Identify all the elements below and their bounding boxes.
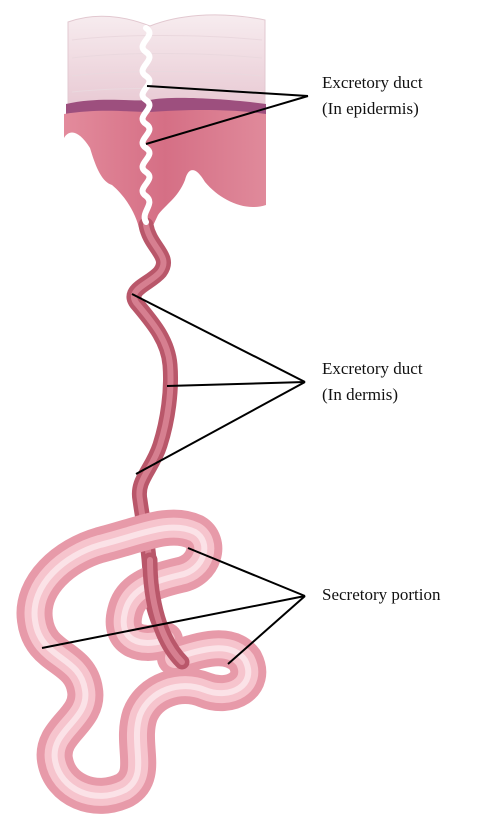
label-dermis-line2: (In dermis) <box>322 382 423 408</box>
secretory-coil <box>35 528 249 796</box>
epidermis-layer <box>68 15 265 108</box>
label-secretory-portion: Secretory portion <box>322 582 441 608</box>
label-epidermis-line2: (In epidermis) <box>322 96 423 122</box>
label-secretory-line1: Secretory portion <box>322 582 441 608</box>
dermis-block <box>64 110 266 232</box>
leader-secretory-3 <box>228 596 305 664</box>
label-excretory-duct-dermis: Excretory duct (In dermis) <box>322 356 423 408</box>
label-epidermis-line1: Excretory duct <box>322 70 423 96</box>
label-dermis-line1: Excretory duct <box>322 356 423 382</box>
leader-dermis-2 <box>167 382 305 386</box>
label-excretory-duct-epidermis: Excretory duct (In epidermis) <box>322 70 423 122</box>
